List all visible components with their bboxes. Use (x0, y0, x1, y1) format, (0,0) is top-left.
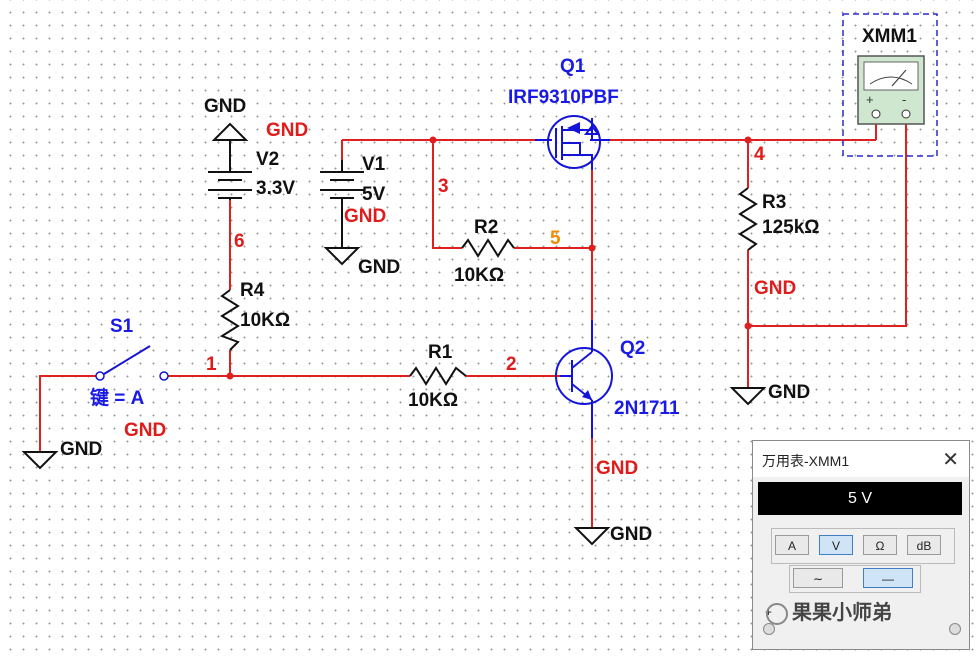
r2-resistor-symbol[interactable] (461, 238, 515, 258)
close-icon[interactable]: ✕ (942, 449, 959, 471)
s1-ref: S1 (110, 316, 134, 337)
r4-resistor-symbol[interactable] (219, 289, 240, 351)
v2-ref: V2 (256, 149, 279, 170)
r3-resistor-symbol[interactable] (738, 187, 758, 251)
gnd-net-v1: GND (344, 206, 386, 227)
net-1: 1 (206, 354, 217, 375)
net-6: 6 (234, 231, 245, 252)
multimeter-title: 万用表-XMM1 (762, 453, 850, 469)
junctions (226, 136, 752, 380)
watermark: 果果小师弟 (766, 596, 892, 625)
multimeter-titlebar[interactable]: 万用表-XMM1 ✕ (753, 441, 969, 477)
gnd-label-q2: GND (610, 524, 652, 545)
mode-button-ohm[interactable]: Ω (863, 535, 897, 555)
r4-ref: R4 (240, 280, 265, 301)
q2-part: 2N1711 (614, 398, 680, 419)
multimeter-panel[interactable]: 万用表-XMM1 ✕ 5 V A V Ω dB ∼ — + (752, 440, 970, 650)
gnd-label-s1: GND (60, 439, 102, 460)
xmm1-symbol[interactable] (842, 13, 938, 157)
xmm1-ref: XMM1 (862, 26, 917, 47)
labels: Q1 IRF9310PBF Q2 2N1711 V1 5V V2 3.3V R1… (60, 26, 917, 545)
gnd-label-v1: GND (358, 257, 400, 278)
v1-ref: V1 (362, 154, 386, 175)
gnd-net-s1: GND (124, 420, 166, 441)
r2-ref: R2 (474, 217, 498, 238)
ac-button[interactable]: ∼ (793, 568, 843, 588)
dc-button[interactable]: — (863, 568, 913, 588)
v2-battery-symbol[interactable] (208, 140, 252, 200)
net-5: 5 (550, 228, 561, 249)
mode-button-group: A V Ω dB (771, 528, 955, 564)
xmm1-plus: + (866, 92, 874, 107)
v1-value: 5V (362, 184, 386, 205)
s1-switch-symbol[interactable] (95, 345, 169, 381)
gnd-net-v2: GND (266, 120, 308, 141)
s1-key: 键 = A (89, 386, 145, 409)
minus-terminal[interactable] (949, 623, 961, 635)
ac-dc-group: ∼ — (789, 565, 921, 593)
mode-button-v[interactable]: V (819, 535, 853, 555)
r4-value: 10KΩ (240, 310, 290, 331)
v1-battery-symbol[interactable] (320, 160, 364, 248)
q1-ref: Q1 (560, 56, 586, 77)
v2-value: 3.3V (256, 178, 295, 199)
gnd-label-r3: GND (768, 382, 810, 403)
ground-symbols (21, 122, 767, 546)
gnd-net-r3: GND (754, 278, 796, 299)
q1-part: IRF9310PBF (508, 87, 619, 108)
r1-resistor-symbol[interactable] (409, 366, 467, 386)
q2-ref: Q2 (620, 338, 645, 359)
r3-value: 125kΩ (762, 217, 820, 238)
gnd-net-q2: GND (596, 458, 638, 479)
wechat-icon (766, 602, 788, 625)
net-2: 2 (506, 354, 517, 375)
q1-mosfet-symbol[interactable] (535, 115, 610, 170)
plus-terminal[interactable] (763, 623, 775, 635)
net-4: 4 (754, 144, 765, 165)
multimeter-reading: 5 V (758, 482, 962, 515)
xmm1-minus: - (902, 92, 906, 107)
r2-value: 10KΩ (454, 265, 504, 286)
watermark-text: 果果小师弟 (792, 602, 892, 624)
r1-value: 10KΩ (408, 390, 458, 411)
gnd-label-v2: GND (204, 96, 246, 117)
net-3: 3 (438, 176, 449, 197)
mode-button-a[interactable]: A (775, 535, 809, 555)
r1-ref: R1 (428, 342, 453, 363)
mode-button-db[interactable]: dB (907, 535, 941, 555)
q2-transistor-symbol[interactable] (555, 320, 613, 438)
r3-ref: R3 (762, 192, 786, 213)
